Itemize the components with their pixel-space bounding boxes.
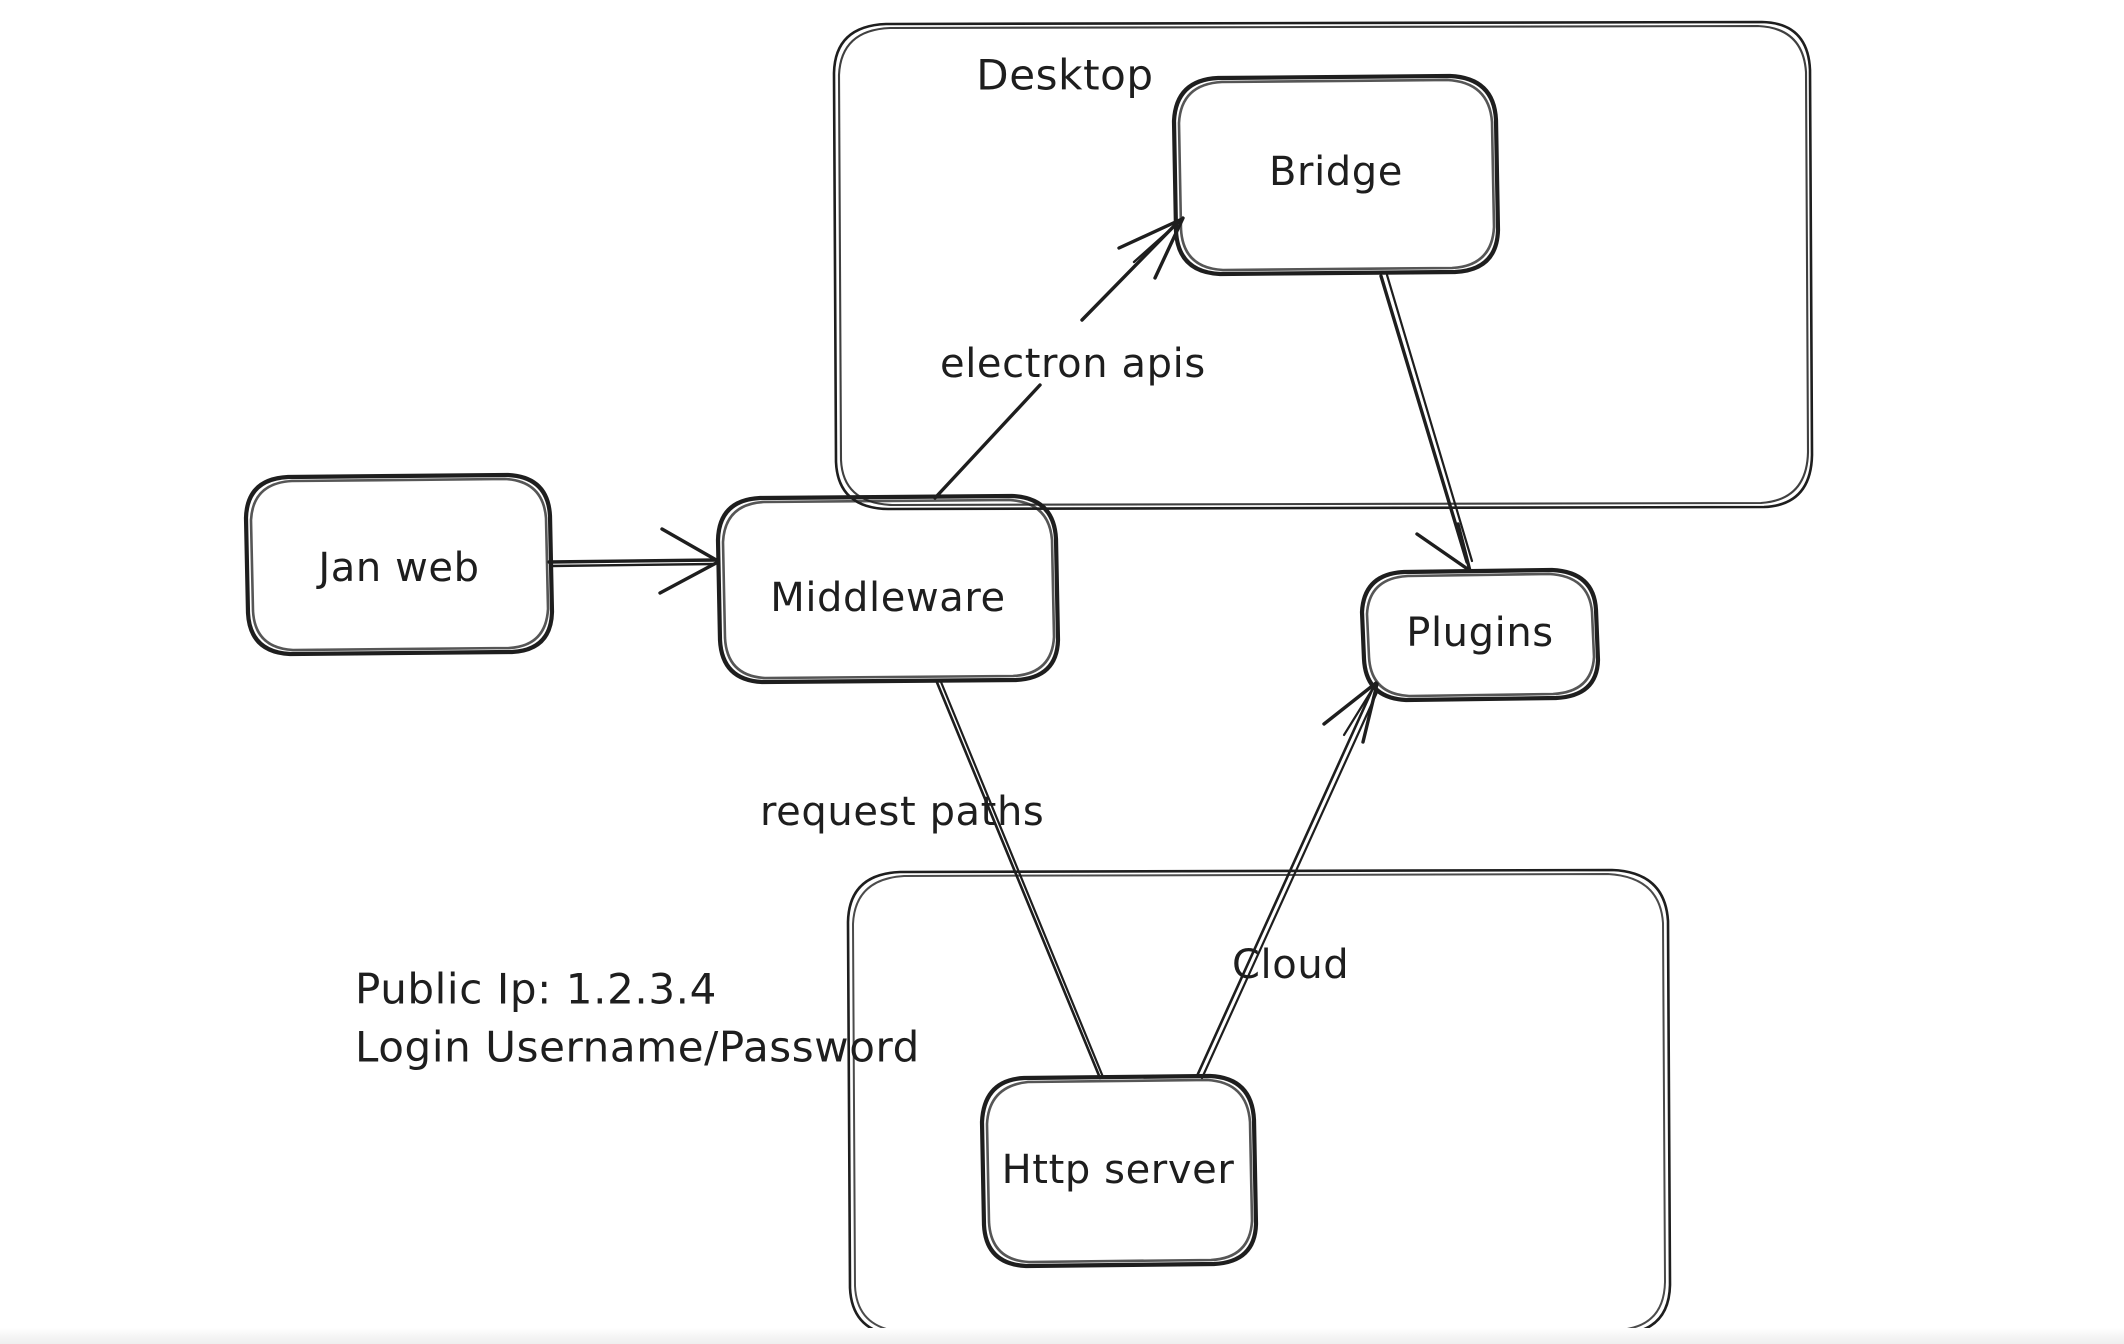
- node-label-middleware: Middleware: [770, 575, 1006, 621]
- edge-bridge-to-plugins[interactable]: [1379, 273, 1474, 573]
- node-label-bridge: Bridge: [1269, 149, 1403, 195]
- group-desktop[interactable]: Desktop: [832, 20, 1814, 511]
- node-label-plugins: Plugins: [1406, 610, 1553, 656]
- node-label-jan-web: Jan web: [315, 545, 479, 591]
- notes-block[interactable]: Public Ip: 1.2.3.4 Login Username/Passwo…: [355, 965, 920, 1072]
- edge-middleware-to-http-server[interactable]: request paths: [760, 678, 1105, 1080]
- node-bridge[interactable]: Bridge: [1171, 73, 1501, 277]
- node-http-server[interactable]: Http server: [979, 1073, 1259, 1269]
- edge-jan-web-to-middleware[interactable]: [547, 527, 720, 595]
- edge-http-server-to-plugins[interactable]: Cloud: [1195, 681, 1380, 1080]
- edge-label-request-paths: request paths: [760, 789, 1044, 835]
- note-login: Login Username/Password: [355, 1023, 920, 1072]
- bottom-edge-strip: [0, 1328, 2124, 1344]
- node-label-http-server: Http server: [1002, 1147, 1235, 1193]
- edge-label-electron-apis: electron apis: [940, 341, 1206, 387]
- node-plugins[interactable]: Plugins: [1359, 567, 1601, 703]
- node-middleware[interactable]: Middleware: [715, 493, 1061, 685]
- edge-middleware-to-bridge[interactable]: electron apis: [933, 216, 1206, 500]
- node-jan-web[interactable]: Jan web: [243, 472, 555, 657]
- group-label-desktop: Desktop: [976, 51, 1153, 100]
- note-public-ip: Public Ip: 1.2.3.4: [355, 965, 717, 1014]
- edge-label-cloud: Cloud: [1232, 942, 1349, 988]
